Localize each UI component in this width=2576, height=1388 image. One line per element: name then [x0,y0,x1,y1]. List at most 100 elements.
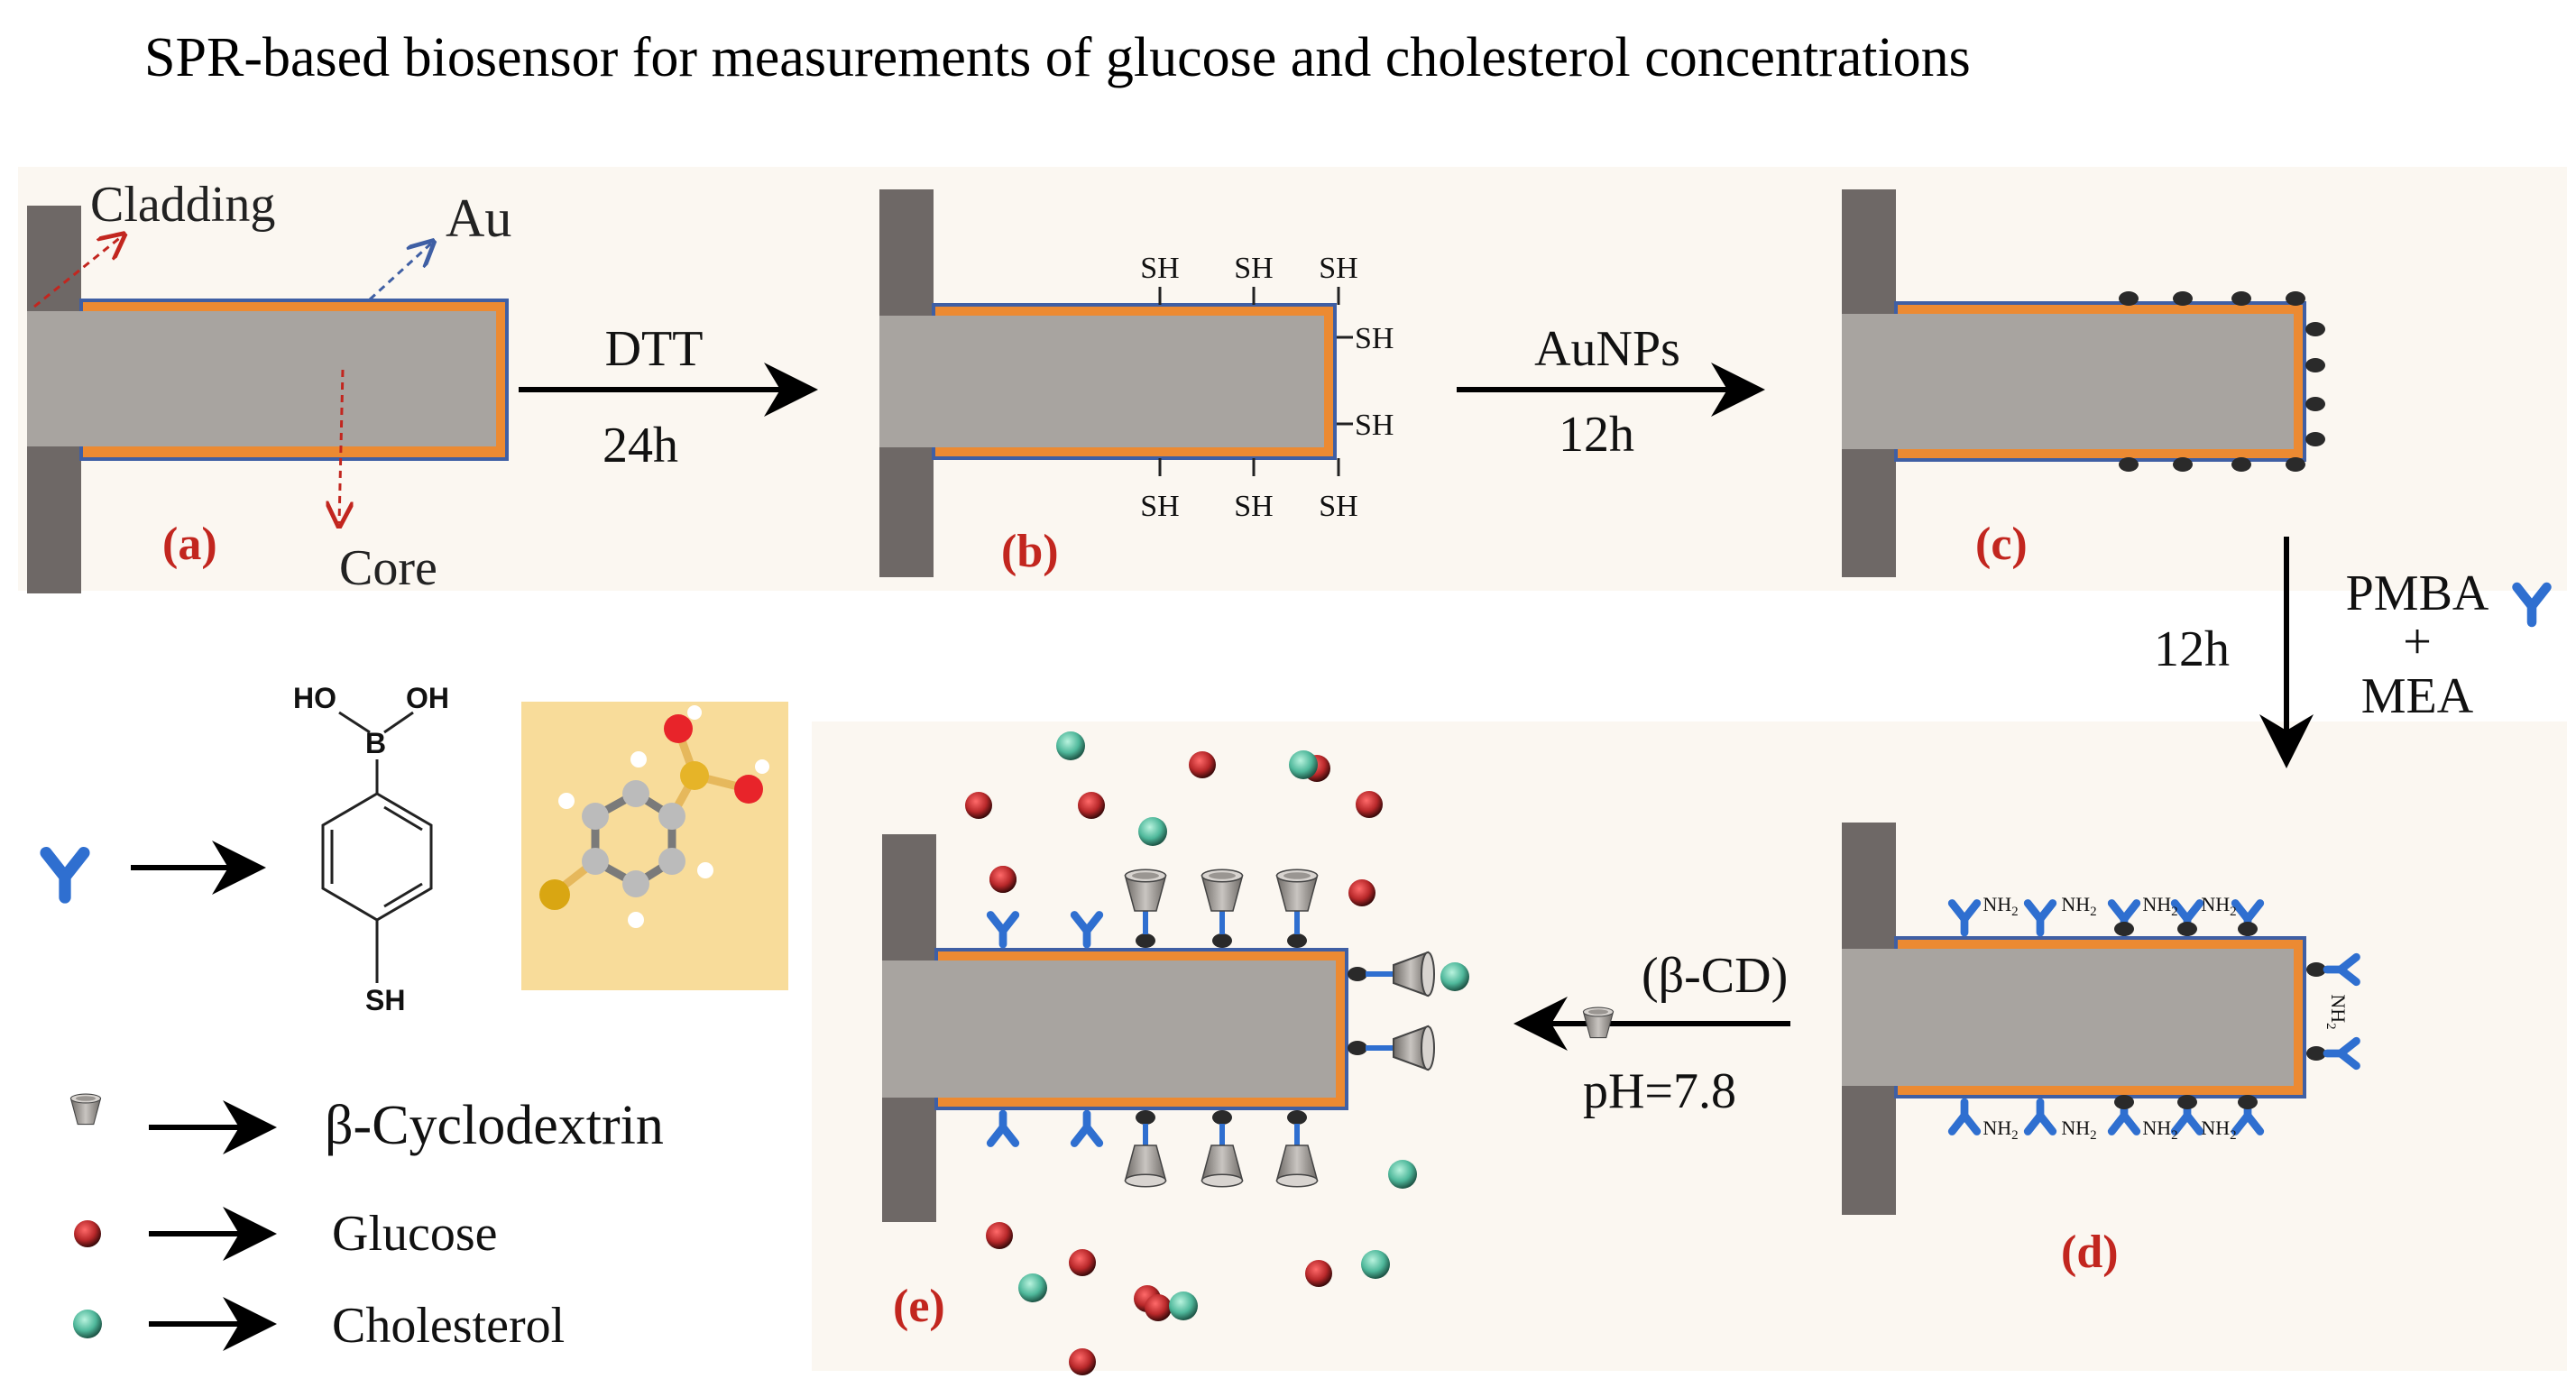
ho-label: HO [293,682,336,714]
aunp-dot [1348,1041,1367,1055]
legend-label-glucose: Glucose [332,1206,498,1262]
aunp-dot [1348,967,1367,981]
bound-glucose [989,866,1017,893]
step-2: AuNPs 12h [1457,321,1765,463]
thiol-label-bottom: SH [1234,490,1273,523]
thiol-label-side: SH [1355,409,1394,442]
step-1-reagent: DTT [605,321,704,377]
aunp-dot [2231,291,2251,306]
aunp-dot [2119,291,2139,306]
panel-e: (e) [882,731,1469,1375]
au-label: Au [446,188,511,248]
aunp-dot [2238,922,2258,936]
analyte-molecules [965,731,1469,1375]
cholesterol-icon [73,1310,102,1338]
step-1: DTT 24h [519,321,818,473]
glucose-molecule [1305,1260,1332,1287]
aunp-dot [2238,1095,2258,1109]
step-2-time: 12h [1559,407,1634,463]
thiol-label-side: SH [1355,322,1394,355]
core-pointer [339,369,343,523]
thiol-label-top: SH [1140,252,1179,285]
cholesterol-molecule [1289,750,1318,779]
panel-a-label: (a) [162,519,217,570]
glucose-molecule [1189,751,1216,778]
fiber-core [1842,314,2294,449]
aunp-dot [1212,933,1232,948]
fiber-core [27,311,496,446]
glucose-molecule [1348,879,1375,906]
aunp-dot [1287,1110,1307,1125]
panel-c: (c) [1842,189,2325,577]
thiol-label-top: SH [1319,252,1357,285]
aunp-dot [2231,457,2251,472]
cyclodextrin-rim [1421,951,1435,997]
thiol-label-bottom: SH [1140,490,1179,523]
aunp-dot [2173,457,2193,472]
functional-layer [990,869,1435,1188]
step-4-ph: pH=7.8 [1583,1063,1736,1119]
cholesterol-molecule [1388,1160,1417,1189]
panel-d-label: (d) [2061,1227,2119,1278]
glucose-molecule [1145,1294,1172,1321]
aunp-dot [2305,322,2325,336]
aunp-dot [2114,922,2134,936]
fiber-core [879,316,1324,447]
y-symbol-icon [46,853,84,897]
step-3-reagent-pmba: PMBA [2346,565,2489,621]
ball-stick-atoms [539,705,769,928]
glucose-molecule [1069,1348,1096,1375]
step-4: (β-CD) pH=7.8 [1513,948,1790,1119]
aunp-dot [2177,1095,2197,1109]
oh-label: OH [406,682,449,714]
aunp-dot [2305,432,2325,446]
aunp-dot [2173,291,2193,306]
step-3-reagent-mea: MEA [2361,668,2474,724]
cladding-label: Cladding [90,177,275,233]
step-2-reagent: AuNPs [1534,321,1680,377]
au-pointer [368,244,431,301]
panel-b: SH SH SH SH SH SH SH SH (b) [879,189,1394,577]
panel-b-label: (b) [1001,526,1059,577]
aunp-dot [1212,1110,1232,1125]
pmba-y-symbol [2517,587,2547,622]
cyclodextrin-rim [1421,1025,1435,1071]
thiol-label-top: SH [1234,252,1273,285]
glucose-molecule [1069,1249,1096,1276]
aunp-dot [1136,933,1155,948]
legend: β-Cyclodextrin Glucose Cholesterol [69,1093,664,1354]
legend-label-cyclodextrin: β-Cyclodextrin [325,1095,664,1156]
glucose-icon [74,1220,101,1247]
aunp-dot [1136,1110,1155,1125]
cholesterol-molecule [1169,1291,1198,1320]
pmba-structure: HO OH B SH [46,682,788,1016]
step-4-reagent: (β-CD) [1642,948,1788,1004]
step-3-time: 12h [2154,621,2230,677]
core-label: Core [339,540,437,596]
aunp-dot [2114,1095,2134,1109]
cyclodextrin-icon [69,1093,102,1126]
legend-item-glucose: Glucose [74,1206,498,1262]
fiber-core [1842,949,2294,1086]
step-3: 12h PMBA + MEA [2154,537,2547,768]
sh-label: SH [365,984,405,1016]
legend-item-cholesterol: Cholesterol [73,1297,565,1354]
cladding-pointer [33,236,122,308]
cholesterol-molecule [1138,817,1167,846]
cholesterol-molecule [1056,731,1085,760]
cholesterol-molecule [1361,1250,1390,1279]
panel-c-label: (c) [1975,519,2028,570]
glucose-molecule [965,792,992,819]
cholesterol-molecule [1440,962,1469,991]
aunp-dot [2286,291,2305,306]
ball-stick-model-bg [521,702,788,990]
aunp-dot [2286,457,2305,472]
glucose-molecule [1356,791,1383,818]
glucose-molecule [986,1222,1013,1249]
benzene-ring [321,711,433,983]
thiol-label-bottom: SH [1319,490,1357,523]
aunp-dot [2305,358,2325,372]
page-title: SPR-based biosensor for measurements of … [144,27,1971,88]
panel-e-label: (e) [893,1281,945,1332]
